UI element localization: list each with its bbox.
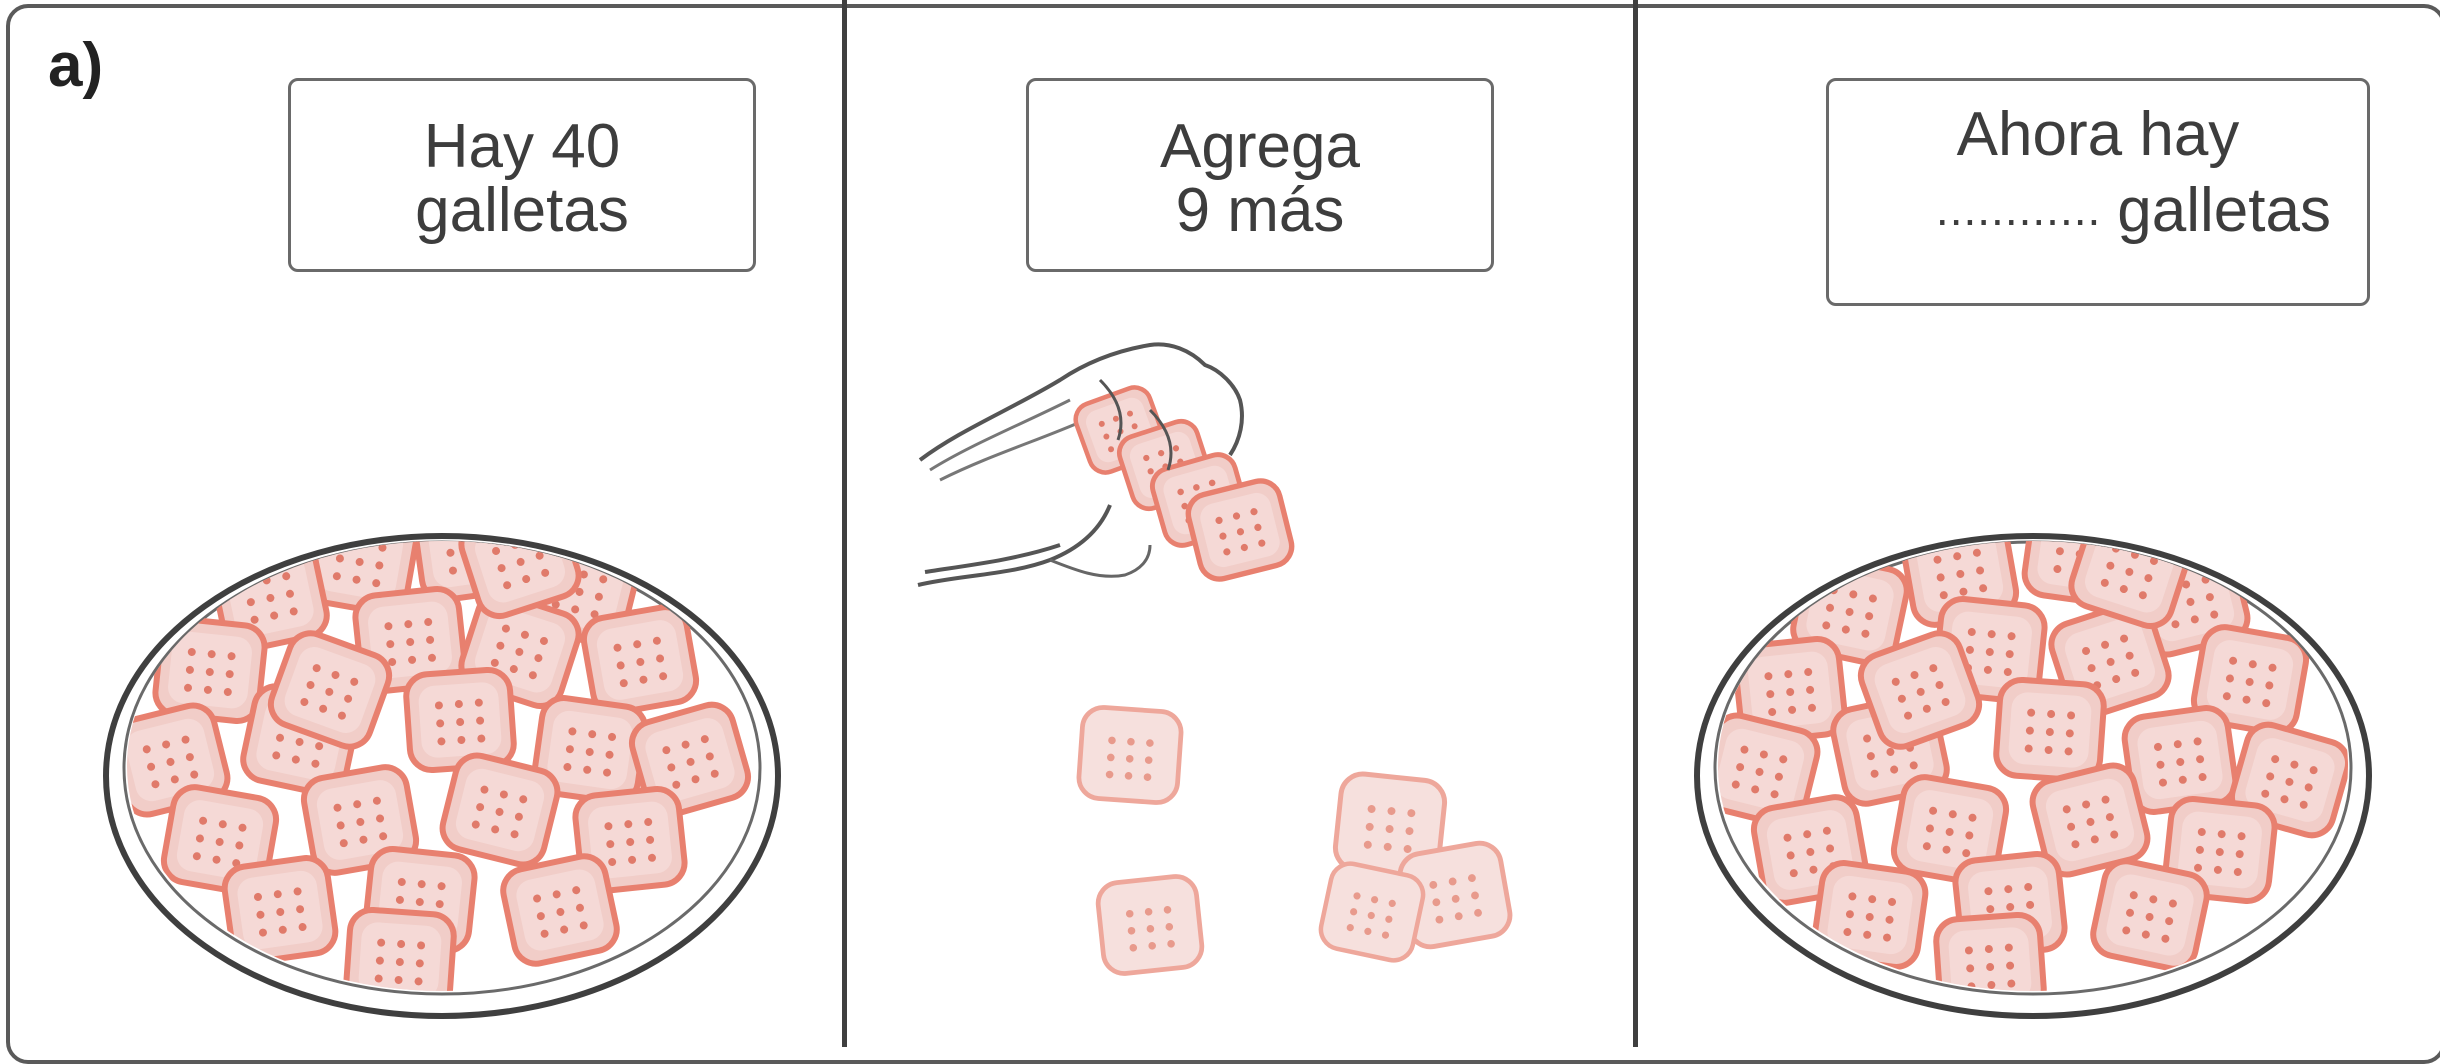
panel-1-line-2: galletas xyxy=(415,176,629,245)
panel-1-caption: Hay 40 galletas xyxy=(288,78,756,272)
answer-blank[interactable]: ............ xyxy=(1935,183,2102,235)
panel-2-line-1: Agrega xyxy=(1160,112,1360,181)
panel-divider-1 xyxy=(842,0,847,1047)
panel-3-line-1: Ahora hay xyxy=(1956,100,2240,169)
panel-3-line-2: ............ galletas xyxy=(1829,177,2367,243)
panel-divider-2 xyxy=(1633,0,1638,1047)
panel-3-caption: Ahora hay ............ galletas xyxy=(1826,78,2370,306)
panel-3-line-2-text: galletas xyxy=(2117,176,2331,245)
hand-holding-cookies-icon xyxy=(917,342,1296,587)
plate-with-cookies-icon xyxy=(103,533,781,1019)
falling-cookie-icon xyxy=(1078,706,1514,975)
panel-2-caption: Agrega 9 más xyxy=(1026,78,1494,272)
panel-2-line-2: 9 más xyxy=(1175,176,1345,245)
plate-with-cookies-result-icon xyxy=(1694,533,2372,1019)
panel-1-line-1: Hay 40 xyxy=(423,112,621,181)
exercise-label: a) xyxy=(48,31,104,100)
